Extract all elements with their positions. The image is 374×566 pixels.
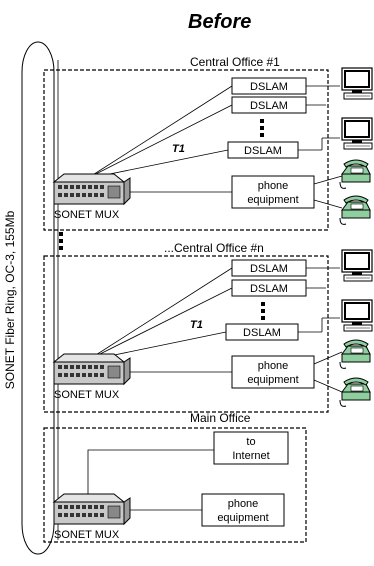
office-1-phone-icon-1 xyxy=(339,159,371,189)
office-n-dslam-2-label: DSLAM xyxy=(250,283,288,295)
main-office-phone-line-1: phone xyxy=(228,498,259,510)
office-n-computer-icon-1 xyxy=(341,249,373,282)
main-office-phone-line-2: equipment xyxy=(217,512,268,524)
main-office-internet-link xyxy=(87,449,214,496)
main-office-internet-box xyxy=(213,431,289,465)
office-n-sonet-mux-icon xyxy=(53,353,131,385)
office-n-computer-icon-2 xyxy=(341,299,373,332)
office-n-phone-icon-2 xyxy=(339,377,371,407)
office-n-dslam-3-label: DSLAM xyxy=(243,327,281,339)
office-1-dslam-2-label: DSLAM xyxy=(250,100,288,112)
central-office-n: ...Central Office #n DSLAM DSLAM DSLAM T… xyxy=(43,241,373,413)
office-1-boundary xyxy=(43,69,329,231)
main-office-internet-line-2: Internet xyxy=(232,450,269,462)
office-1-dslam-1-label: DSLAM xyxy=(250,81,288,93)
office-n-boundary xyxy=(43,255,329,413)
office-n-ellipsis xyxy=(261,302,265,320)
office-1-t1-label: T1 xyxy=(172,143,185,155)
office-n-t1-label: T1 xyxy=(190,319,203,331)
main-office-name: Main Office xyxy=(190,411,251,425)
fiber-ring xyxy=(21,41,55,555)
office-1-sonet-mux-icon xyxy=(53,173,131,205)
office-n-dslam-1-label: DSLAM xyxy=(250,263,288,275)
office-n-phone-line-1: phone xyxy=(258,360,289,372)
ring-continuation-dots xyxy=(59,232,63,250)
office-n-name: ...Central Office #n xyxy=(164,241,264,255)
office-1-computer-icon-1 xyxy=(341,67,373,100)
office-1-dslam-3-label: DSLAM xyxy=(244,145,282,157)
main-office-internet-line-1: to xyxy=(246,436,255,448)
ring-label: SONET Fiber Ring, OC-3, 155Mb xyxy=(3,210,17,389)
central-office-1: Central Office #1 DSLAM DSLAM DSLAM T1 p… xyxy=(43,55,373,231)
office-1-phone-icon-2 xyxy=(339,195,371,225)
office-1-phone-line-1: phone xyxy=(258,180,289,192)
office-n-phone-line-2: equipment xyxy=(247,374,298,386)
office-n-phone-icon-1 xyxy=(339,339,371,369)
office-1-computer-icon-2 xyxy=(341,117,373,150)
office-n-mux-label: SONET MUX xyxy=(54,389,120,401)
diagram-title: Before xyxy=(188,11,251,33)
main-office-mux-label: SONET MUX xyxy=(54,529,120,541)
office-1-ellipsis xyxy=(260,119,264,137)
main-office-sonet-mux-icon xyxy=(53,493,131,525)
office-1-mux-label: SONET MUX xyxy=(54,209,120,221)
office-1-phone-line-2: equipment xyxy=(247,194,298,206)
main-office: Main Office to Internet phone equipment … xyxy=(43,411,307,543)
office-1-name: Central Office #1 xyxy=(190,55,280,69)
main-office-boundary xyxy=(43,427,307,543)
